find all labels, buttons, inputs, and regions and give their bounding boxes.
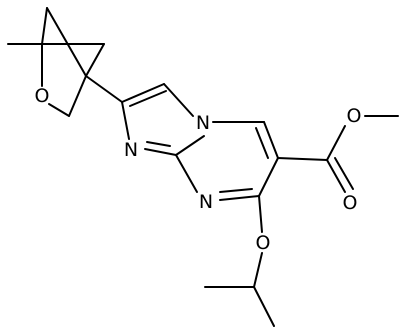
bond-nimid-c2	[121, 101, 130, 140]
bond-c7-o-ether	[258, 195, 263, 233]
atom-label-o-ester-double: O	[343, 192, 358, 214]
bond-npyr-c8a	[175, 154, 198, 193]
atom-label-o-oxetane: O	[35, 85, 50, 107]
methyl-ester-group	[277, 115, 399, 193]
bond-c5-c6	[263, 121, 279, 159]
bond-ch2-c4	[68, 75, 87, 117]
bond-c6-carbonyl	[277, 157, 328, 161]
bond-carbonyl-o-double	[326, 159, 346, 193]
bond-o-ch2	[48, 103, 70, 117]
bond-c8a-nimid	[144, 148, 177, 156]
bond-c5-c6-double	[255, 127, 269, 159]
atom-label-o-ether: O	[256, 232, 271, 254]
bond-right-c4	[85, 43, 105, 77]
bond-nbridge-c8a	[175, 135, 205, 156]
bond-ch-me2	[253, 286, 275, 327]
bond-c2-c3-double	[129, 90, 167, 107]
atom-label-n-bridgehead: N	[196, 112, 210, 134]
bond-o-ch	[253, 252, 263, 288]
bond-c6-c7	[258, 157, 279, 197]
bond-c1-top	[41, 7, 48, 45]
bond-carbonyl-o-double-2	[334, 157, 354, 190]
atom-label-o-ester-single: O	[347, 105, 362, 127]
bond-c7-npyr	[219, 195, 260, 201]
bond-carbonyl-o-single	[326, 125, 346, 161]
bond-top-c4	[46, 7, 87, 77]
bond-c4-imidazole	[85, 75, 123, 103]
atom-label-n-pyrimidine: N	[199, 191, 213, 213]
bond-c2-c3	[121, 83, 165, 103]
bond-c8a-nimid-double	[146, 141, 171, 147]
bond-c3-nbridge	[163, 83, 194, 117]
bicyclic-ether-fragment	[7, 7, 105, 117]
atom-label-n-imidazole: N	[124, 139, 138, 161]
isopropoxy-group	[204, 195, 275, 327]
pyrimidine-ring	[175, 121, 279, 201]
bond-c7-npyr-double	[219, 188, 253, 193]
imidazole-ring	[121, 83, 205, 156]
